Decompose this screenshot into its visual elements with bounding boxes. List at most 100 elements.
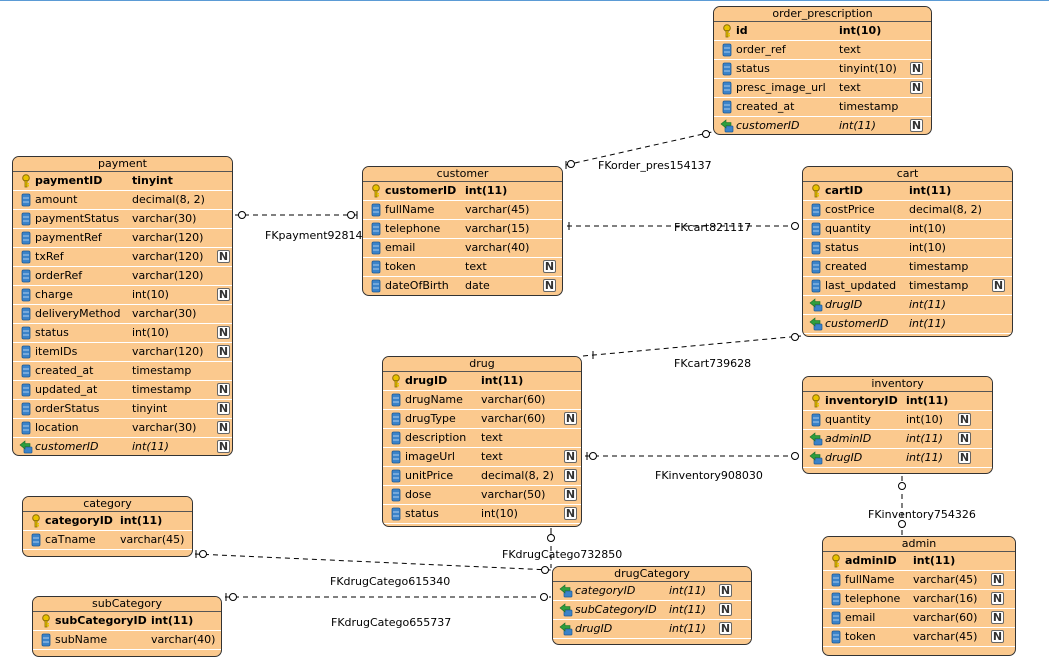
column-name: drugType xyxy=(405,412,456,425)
column-type: varchar(30) xyxy=(132,421,197,434)
nullable-badge: N xyxy=(217,288,230,301)
rel-line-cart-drug xyxy=(582,335,802,357)
column-type: timestamp xyxy=(909,279,969,292)
column-name: status xyxy=(825,241,859,254)
column-type: timestamp xyxy=(909,260,969,273)
column-type: int(11) xyxy=(913,554,956,567)
optional-marker xyxy=(347,211,355,219)
column-icon xyxy=(809,203,823,217)
optional-marker xyxy=(238,211,246,219)
column-type: int(11) xyxy=(909,317,946,330)
column-icon xyxy=(389,412,403,426)
column-type: int(11) xyxy=(669,584,706,597)
column-row[interactable]: status int(10) xyxy=(803,239,1012,258)
column-icon xyxy=(389,469,403,483)
optional-marker xyxy=(541,566,549,574)
column-name: description xyxy=(405,431,467,444)
column-name: dateOfBirth xyxy=(385,279,449,292)
nullable-badge: N xyxy=(217,326,230,339)
nullable-badge: N xyxy=(217,440,230,453)
foreign-key-icon xyxy=(559,622,573,636)
primary-key-icon xyxy=(389,374,403,388)
column-type: int(10) xyxy=(909,241,946,254)
relationship-label-inventory-admin: FKinventory754326 xyxy=(868,508,976,521)
column-name: subName xyxy=(55,633,108,646)
entity-title: drug xyxy=(383,357,581,372)
optional-marker xyxy=(791,333,799,341)
column-type: varchar(60) xyxy=(913,611,978,624)
optional-marker xyxy=(540,593,548,601)
nullable-badge: N xyxy=(217,250,230,263)
